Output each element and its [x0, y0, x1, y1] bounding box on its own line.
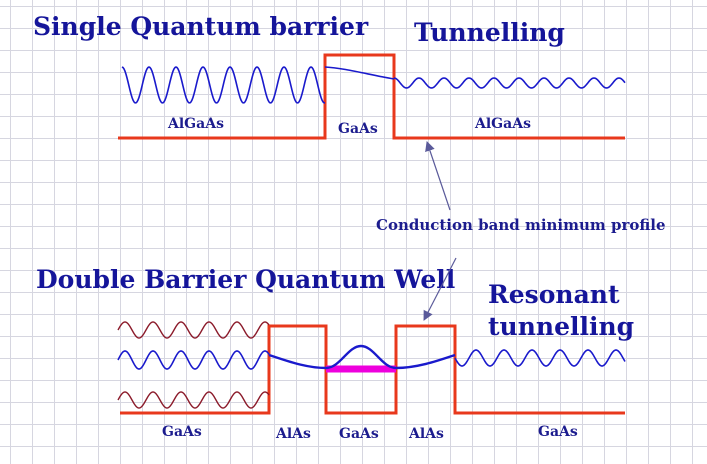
tunnelling-title: Tunnelling — [414, 18, 565, 47]
incident-wave-upper — [117, 321, 270, 339]
label-gaas-left: GaAs — [162, 424, 202, 440]
resonant-title-line2: tunnelling — [488, 312, 635, 341]
arrow-to-top-profile — [425, 141, 451, 211]
transmitted-wave-resonant — [454, 349, 626, 367]
incident-wave-top — [121, 66, 325, 104]
incident-wave-lower — [117, 391, 270, 409]
label-gaas-barrier: GaAs — [338, 121, 378, 137]
label-gaas-right: GaAs — [538, 424, 578, 440]
resonant-title-line1: Resonant — [488, 280, 620, 309]
label-algaas-left: AlGaAs — [168, 116, 224, 132]
double-barrier-band-profile — [120, 324, 625, 415]
label-alas-right: AlAs — [409, 426, 444, 442]
resonant-wave-through-structure — [268, 344, 456, 370]
incident-wave-resonant — [117, 350, 270, 370]
single-barrier-band-profile — [118, 53, 625, 140]
label-gaas-well: GaAs — [339, 426, 379, 442]
single-barrier-title: Single Quantum barrier — [33, 12, 369, 41]
arrow-to-bottom-profile — [423, 257, 457, 321]
label-algaas-right: AlGaAs — [475, 116, 531, 132]
decaying-wave-top — [324, 66, 395, 80]
transmitted-wave-top — [393, 77, 626, 89]
double-barrier-title: Double Barrier Quantum Well — [36, 265, 456, 294]
label-alas-left: AlAs — [276, 426, 311, 442]
conduction-band-annotation: Conduction band minimum profile — [376, 216, 666, 234]
